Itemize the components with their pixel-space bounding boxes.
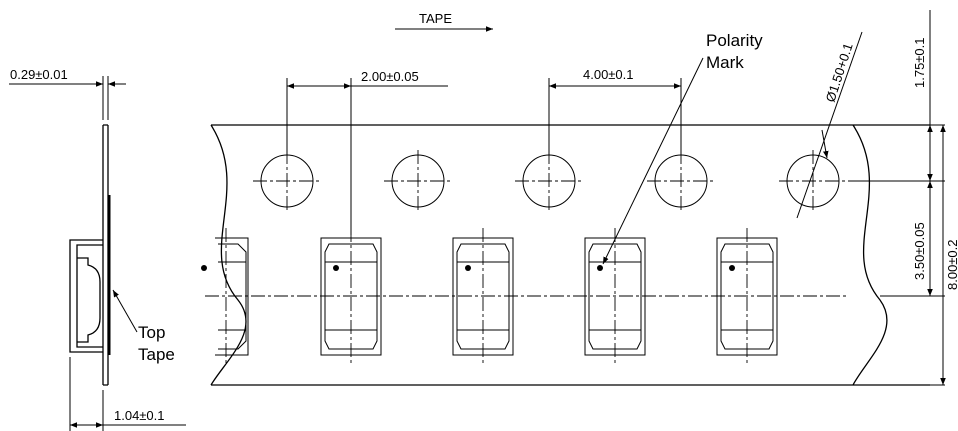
top-tape-label-line1: Top bbox=[138, 323, 165, 342]
polarity-dot bbox=[201, 265, 207, 271]
cavity-partial bbox=[215, 237, 249, 356]
polarity-label-line1: Polarity bbox=[706, 31, 763, 50]
sprocket-hole-centerlines bbox=[253, 150, 847, 212]
hole-diameter-arrow bbox=[821, 129, 829, 159]
hole-pitch-dimension-text: 4.00±0.1 bbox=[583, 67, 634, 82]
tape-width-dimension-text: 8.00±0.2 bbox=[945, 239, 958, 290]
cavities bbox=[201, 228, 778, 365]
pitch-dimension-text: 2.00±0.05 bbox=[361, 69, 419, 84]
tape-direction-indicator: TAPE bbox=[395, 11, 493, 32]
top-view: 2.00±0.05 4.00±0.1 Polarity Mark Ø1.50+0… bbox=[201, 10, 958, 386]
hole-to-cavity-dimension-text: 3.50±0.05 bbox=[912, 222, 927, 280]
polarity-dot bbox=[729, 265, 735, 271]
polarity-dot bbox=[333, 265, 339, 271]
sprocket-holes bbox=[253, 150, 847, 212]
edge-to-hole-dimension-text: 1.75±0.1 bbox=[912, 37, 927, 88]
tape-direction-label: TAPE bbox=[419, 11, 452, 26]
top-tape-leader bbox=[112, 289, 138, 333]
top-tape-label-line2: Tape bbox=[138, 345, 175, 364]
hole-diameter-leader bbox=[796, 31, 863, 219]
polarity-dot bbox=[597, 265, 603, 271]
cavity-vertical-centerlines bbox=[225, 228, 748, 365]
side-view-tape-outline bbox=[102, 124, 109, 386]
thickness-dimension-text: 0.29±0.01 bbox=[10, 67, 68, 82]
hole-diameter-text: Ø1.50+0.1 bbox=[823, 41, 856, 104]
polarity-leader bbox=[602, 57, 704, 265]
side-view-component bbox=[77, 257, 101, 343]
side-view-cavity bbox=[69, 239, 103, 353]
polarity-label-line2: Mark bbox=[706, 53, 744, 72]
side-view: Top Tape 0.29±0.01 1.04±0.1 bbox=[9, 67, 186, 431]
depth-dimension-text: 1.04±0.1 bbox=[114, 408, 165, 423]
tape-body-outline bbox=[210, 124, 930, 386]
polarity-dot bbox=[465, 265, 471, 271]
